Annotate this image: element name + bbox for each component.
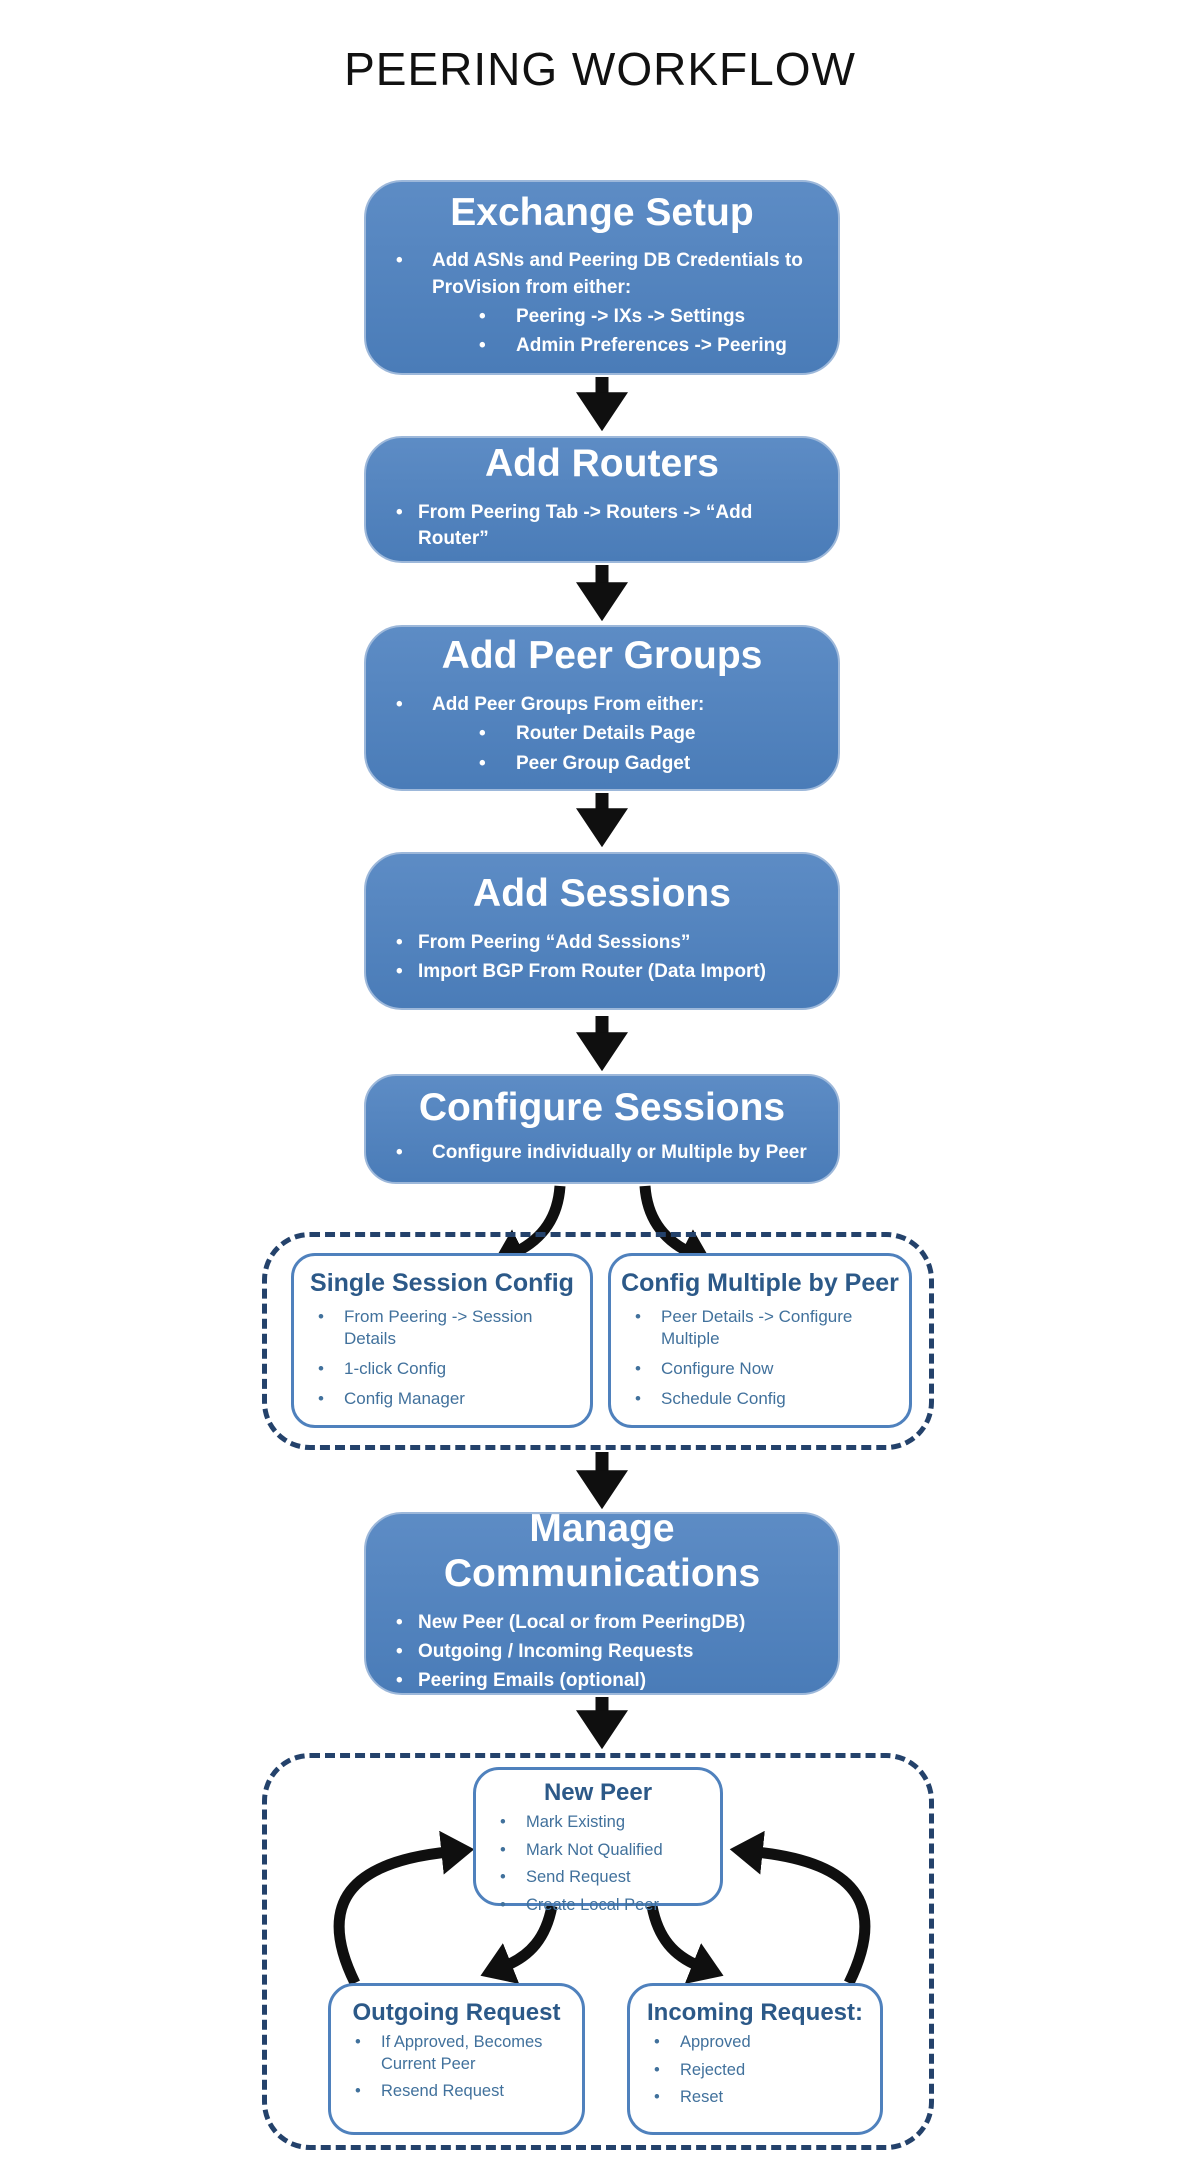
list-item: Resend Request <box>331 2081 582 2103</box>
add-routers-box: Add Routers From Peering Tab -> Routers … <box>364 436 840 563</box>
incoming-request-title: Incoming Request: <box>646 1999 863 2026</box>
config-multiple-by-peer-list: Peer Details -> Configure Multiple Confi… <box>611 1306 909 1410</box>
single-session-config-title: Single Session Config <box>310 1269 574 1297</box>
exchange-setup-list: Add ASNs and Peering DB Credentials to P… <box>366 245 838 362</box>
add-peer-groups-box: Add Peer Groups Add Peer Groups From eit… <box>364 625 840 791</box>
list-item: Mark Existing <box>476 1812 720 1834</box>
add-sessions-box: Add Sessions From Peering “Add Sessions”… <box>364 852 840 1010</box>
list-item: If Approved, Becomes Current Peer <box>331 2032 582 2075</box>
list-item: Configure Now <box>611 1358 909 1380</box>
manage-communications-list: New Peer (Local or from PeeringDB) Outgo… <box>366 1607 838 1698</box>
list-item: Add ASNs and Peering DB Credentials to P… <box>366 248 838 300</box>
list-item: Peer Details -> Configure Multiple <box>611 1306 909 1350</box>
new-peer-box: New Peer Mark Existing Mark Not Qualifie… <box>473 1767 723 1917</box>
list-item: Admin Preferences -> Peering <box>366 333 838 359</box>
config-multiple-by-peer-title: Config Multiple by Peer <box>621 1269 899 1297</box>
list-item: Reset <box>630 2087 880 2109</box>
list-item: New Peer (Local or from PeeringDB) <box>366 1610 838 1636</box>
manage-communications-title: Manage Communications <box>443 1507 761 1596</box>
list-item: Approved <box>630 2032 880 2054</box>
list-item: Send Request <box>476 1867 720 1889</box>
session-config-group <box>262 1232 934 1450</box>
list-item: From Peering “Add Sessions” <box>366 930 838 956</box>
incoming-request-list: Approved Rejected Reset <box>630 2032 880 2109</box>
add-routers-title: Add Routers <box>485 441 719 485</box>
add-routers-list: From Peering Tab -> Routers -> “Add Rout… <box>366 497 838 555</box>
list-item: Add Peer Groups From either: <box>366 692 838 718</box>
list-item: Outgoing / Incoming Requests <box>366 1639 838 1665</box>
single-session-config-box: Single Session Config From Peering -> Se… <box>291 1253 593 1428</box>
exchange-setup-title: Exchange Setup <box>450 190 754 234</box>
list-item: Rejected <box>630 2060 880 2082</box>
list-item: From Peering -> Session Details <box>294 1306 590 1350</box>
list-item: Router Details Page <box>366 721 838 747</box>
add-peer-groups-title: Add Peer Groups <box>441 634 763 678</box>
config-multiple-by-peer-box: Config Multiple by Peer Peer Details -> … <box>608 1253 912 1428</box>
incoming-request-box: Incoming Request: Approved Rejected Rese… <box>627 1983 883 2135</box>
configure-sessions-list: Configure individually or Multiple by Pe… <box>366 1137 838 1169</box>
outgoing-request-list: If Approved, Becomes Current Peer Resend… <box>331 2032 582 2103</box>
configure-sessions-title: Configure Sessions <box>418 1086 786 1130</box>
list-item: Config Manager <box>294 1388 590 1410</box>
list-item: Import BGP From Router (Data Import) <box>366 959 838 985</box>
exchange-setup-box: Exchange Setup Add ASNs and Peering DB C… <box>364 180 840 375</box>
diagram-title: PEERING WORKFLOW <box>344 43 856 95</box>
add-sessions-list: From Peering “Add Sessions” Import BGP F… <box>366 927 838 988</box>
list-item: Mark Not Qualified <box>476 1840 720 1862</box>
configure-sessions-box: Configure Sessions Configure individuall… <box>364 1074 840 1184</box>
add-peer-groups-list: Add Peer Groups From either: Router Deta… <box>366 689 838 780</box>
add-sessions-title: Add Sessions <box>473 871 731 915</box>
outgoing-request-box: Outgoing Request If Approved, Becomes Cu… <box>328 1983 585 2135</box>
manage-communications-box: Manage Communications New Peer (Local or… <box>364 1507 840 1698</box>
list-item: Configure individually or Multiple by Pe… <box>366 1140 838 1166</box>
outgoing-request-title: Outgoing Request <box>352 1999 561 2026</box>
list-item: Peering -> IXs -> Settings <box>366 304 838 330</box>
new-peer-title: New Peer <box>543 1779 653 1806</box>
list-item: 1-click Config <box>294 1358 590 1380</box>
new-peer-list: Mark Existing Mark Not Qualified Send Re… <box>476 1812 720 1916</box>
single-session-config-list: From Peering -> Session Details 1-click … <box>294 1306 590 1410</box>
list-item: Peering Emails (optional) <box>366 1668 838 1694</box>
list-item: Create Local Peer <box>476 1895 720 1917</box>
list-item: Peer Group Gadget <box>366 751 838 777</box>
list-item: From Peering Tab -> Routers -> “Add Rout… <box>366 500 838 552</box>
list-item: Schedule Config <box>611 1388 909 1410</box>
communications-cycle-group <box>262 1753 934 2150</box>
